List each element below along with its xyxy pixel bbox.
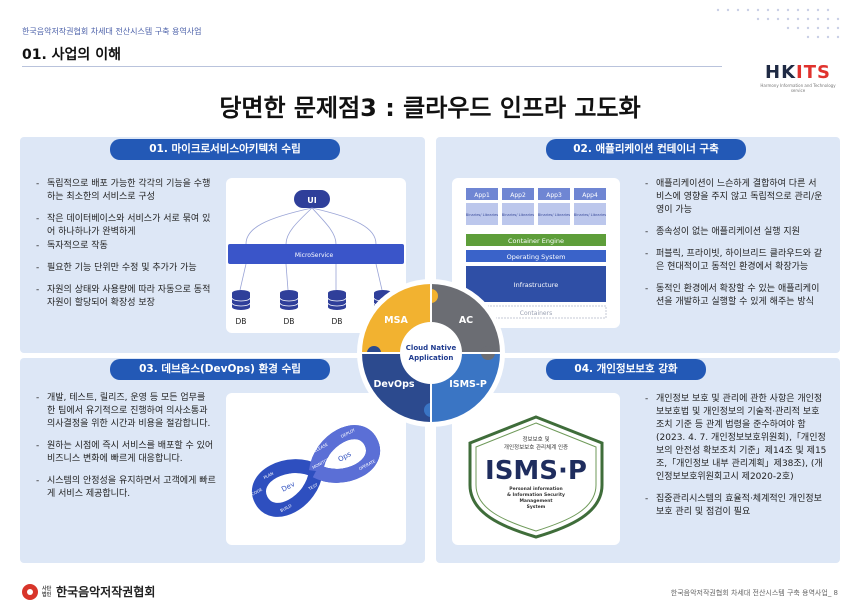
piece-label-isms: ISMS-P	[449, 379, 487, 390]
container-bullet-list: 애플리케이션이 느슨하게 결합하여 다른 서비스에 영향을 주지 않고 독립적으…	[645, 178, 823, 318]
badge-top-line1: 정보보호 및	[522, 436, 549, 443]
heading-privacy: 04. 개인정보보호 강화	[546, 359, 706, 380]
app-label: App3	[546, 192, 562, 199]
devops-bullet-list: 개발, 테스트, 릴리즈, 운영 등 모든 업무를 한 팀에서 유기적으로 진행…	[36, 392, 216, 510]
libs-label: Binaries/ Libraries	[502, 213, 535, 217]
badge-sub-line1: Personal information	[509, 486, 562, 492]
libs-label: Binaries/ Libraries	[466, 213, 499, 217]
header-divider	[22, 66, 722, 67]
list-item: 독자적으로 작동	[36, 240, 216, 253]
section-title: 01. 사업의 이해	[22, 47, 121, 63]
app-row: App1 App2 App3 App4	[466, 188, 606, 200]
app-label: App2	[510, 192, 526, 199]
list-item: 동적인 환경에서 확장할 수 있는 애플리케이션을 개발하고 실행할 수 있게 …	[645, 283, 823, 309]
app-label: App4	[582, 192, 598, 199]
dev-center	[271, 473, 305, 499]
header-caption: 한국음악저작권협회 차세대 전산시스템 구축 용역사업	[22, 27, 202, 36]
db-label: DB	[332, 317, 343, 326]
footer-org: 사단 법인 한국음악저작권협회	[22, 583, 156, 600]
ui-label: UI	[307, 196, 316, 205]
step-label: DEPLOY	[340, 427, 357, 439]
badge-sub-line2: & Information Security	[507, 492, 565, 498]
footer-org-small: 사단 법인	[42, 586, 52, 598]
database-icon	[279, 290, 299, 310]
microservice-bar	[228, 244, 404, 264]
isms-p-badge: 정보보호 및 개인정보보호 관리체계 인증 ISMS·P Personal in…	[468, 415, 604, 539]
footer-page-caption: 한국음악저작권협회 차세대 전산시스템 구축 용역사업_ 8	[670, 589, 838, 597]
badge-main-text: ISMS·P	[485, 456, 587, 486]
badge-sub-line3: Management	[519, 498, 553, 504]
puzzle-piece-ac	[431, 284, 500, 353]
infrastructure-label: Infrastructure	[514, 281, 558, 289]
infinity-loop-right	[309, 425, 380, 483]
puzzle-piece-msa	[362, 284, 431, 353]
heading-container: 02. 애플리케이션 컨테이너 구축	[546, 139, 746, 160]
list-item: 개발, 테스트, 릴리즈, 운영 등 모든 업무를 한 팀에서 유기적으로 진행…	[36, 392, 216, 431]
piece-label-msa: MSA	[384, 315, 408, 326]
step-label: PLAN	[263, 471, 275, 480]
database-icon	[327, 290, 347, 310]
logo-text-main: HK	[765, 62, 797, 83]
container-engine-bar	[466, 234, 606, 246]
badge-top-line2: 개인정보보호 관리체계 인증	[504, 443, 568, 451]
operating-system-bar	[466, 250, 606, 262]
company-logo: HKITS Harmony Information and Technology…	[758, 62, 838, 93]
list-item: 원하는 시점에 즉시 서비스를 배포할 수 있어 비즈니스 변화에 빠르게 대응…	[36, 440, 216, 466]
list-item: 필요한 기능 단위만 수정 및 추가가 가능	[36, 262, 216, 275]
list-item: 자원의 상태와 사용량에 따라 자동으로 동적 자원이 할당되어 확장성 보장	[36, 284, 216, 310]
decorative-dot-pattern	[716, 8, 840, 39]
ui-node	[294, 190, 330, 208]
heading-devops: 03. 데브옵스(DevOps) 환경 수립	[110, 359, 330, 380]
connector-lines	[245, 207, 377, 245]
step-label: CODE	[251, 487, 264, 497]
infrastructure-bar	[466, 266, 606, 302]
cloud-native-puzzle: Cloud Native Application MSA AC DevOps I…	[357, 279, 505, 427]
db-label: DB	[284, 317, 295, 326]
devops-infinity-diagram: Dev Ops PLAN CODE BUILD TEST RELEASE DEP…	[251, 425, 380, 517]
list-item: 퍼블릭, 프라이빗, 하이브리드 클라우드와 같은 현대적이고 동적인 환경에서…	[645, 248, 823, 274]
puzzle-piece-devops	[362, 353, 431, 422]
piece-label-devops: DevOps	[373, 379, 414, 390]
microservice-label: MicroService	[295, 252, 334, 259]
list-item: 시스템의 안정성을 유지하면서 고객에게 빠르게 서비스 제공합니다.	[36, 475, 216, 501]
list-item: 작은 데이터베이스와 서비스가 서로 묶여 있어 하나하나가 완벽하게	[36, 213, 216, 239]
libs-label: Binaries/ Libraries	[574, 213, 607, 217]
list-item: 집중관리시스템의 효율적·체계적인 개인정보 보호 관리 및 점검이 필요	[645, 493, 827, 519]
heading-msa: 01. 마이크로서비스아키텍처 수립	[110, 139, 340, 160]
libs-label: Binaries/ Libraries	[538, 213, 571, 217]
database-icon	[231, 290, 251, 310]
center-title-line2: Application	[409, 354, 454, 362]
puzzle-piece-isms	[431, 353, 500, 422]
container-engine-label: Container Engine	[508, 237, 564, 245]
org-logo-icon	[22, 584, 38, 600]
logo-subtitle: Harmony Information and Technology servi…	[760, 83, 836, 93]
footer-org-name: 한국음악저작권협회	[56, 584, 156, 599]
list-item: 종속성이 없는 애플리케이션 실행 지원	[645, 226, 823, 239]
containers-label: Containers	[520, 310, 552, 317]
list-item: 독립적으로 배포 가능한 각각의 기능을 수행하는 최소한의 서비스로 구성	[36, 178, 216, 204]
badge-sub-line4: System	[527, 504, 546, 510]
db-label: DB	[236, 317, 247, 326]
libs-row: Binaries/ Libraries Binaries/ Libraries …	[466, 203, 607, 225]
privacy-bullet-list: 개인정보 보호 및 관리에 관한 사항은 개인정보보호법 및 개인정보의 기술적…	[645, 393, 827, 528]
piece-label-ac: AC	[459, 315, 473, 326]
logo-text-accent: ITS	[796, 62, 831, 83]
step-label: BUILD	[279, 503, 292, 513]
container-stack-diagram: App1 App2 App3 App4 Binaries/ Libraries …	[465, 188, 607, 319]
page-title: 당면한 문제점3 : 클라우드 인프라 고도화	[219, 94, 641, 122]
ops-center	[327, 443, 361, 469]
operating-system-label: Operating System	[507, 253, 566, 261]
list-item: 개인정보 보호 및 관리에 관한 사항은 개인정보보호법 및 개인정보의 기술적…	[645, 393, 827, 484]
app-label: App1	[474, 192, 490, 199]
list-item: 애플리케이션이 느슨하게 결합하여 다른 서비스에 영향을 주지 않고 독립적으…	[645, 178, 823, 217]
shield-icon	[468, 415, 604, 539]
msa-bullet-list: 독립적으로 배포 가능한 각각의 기능을 수행하는 최소한의 서비스로 구성 작…	[36, 178, 216, 319]
step-label: TEST	[307, 482, 320, 492]
center-title-line1: Cloud Native	[406, 344, 457, 352]
